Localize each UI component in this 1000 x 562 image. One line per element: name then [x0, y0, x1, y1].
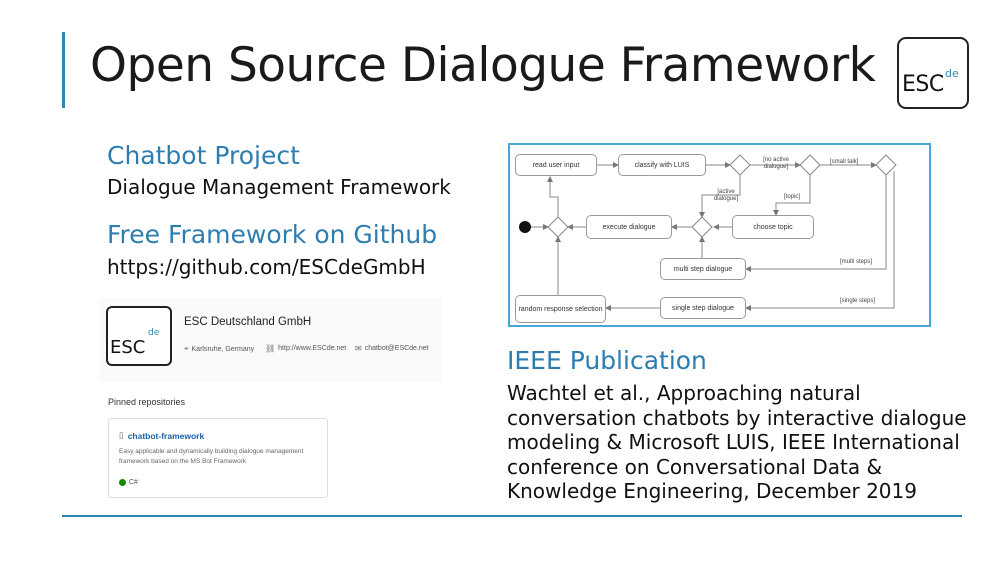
- language-name: C#: [129, 479, 138, 486]
- avatar-logo-text: ESC: [110, 337, 146, 358]
- website-text[interactable]: http://www.ESCde.net: [278, 345, 347, 352]
- citation-line: modeling & Microsoft LUIS, IEEE Internat…: [507, 430, 960, 454]
- citation-line: Knowledge Engineering, December 2019: [507, 479, 917, 503]
- node-choose-topic: choose topic: [732, 215, 814, 239]
- decision-1: [729, 154, 751, 176]
- title-accent-bar: [62, 32, 65, 108]
- node-execute-dialogue: execute dialogue: [586, 215, 672, 239]
- location-pin-icon: ⌖: [184, 344, 189, 353]
- pinned-repo-card[interactable]: ▯ chatbot-framework Easy applicable and …: [108, 418, 328, 498]
- language-color-dot: [119, 479, 126, 486]
- repo-book-icon: ▯: [119, 430, 124, 440]
- citation-line: conference on Conversational Data &: [507, 454, 883, 479]
- link-icon: ⛓: [265, 344, 276, 353]
- guard-small-talk: [small talk]: [830, 159, 859, 165]
- repo-title[interactable]: ▯ chatbot-framework: [119, 430, 204, 441]
- citation-line: conversation chatbots by interactive dia…: [507, 405, 967, 430]
- guard-topic: [topic]: [784, 194, 801, 200]
- mail-icon: ✉: [355, 344, 362, 353]
- github-email[interactable]: ✉ chatbot@ESCde.net: [355, 344, 429, 353]
- flow-connectors: [519, 154, 897, 311]
- chatbot-project-text: Dialogue Management Framework: [107, 175, 451, 199]
- citation-line: Wachtel et al., Approaching natural: [507, 381, 861, 405]
- github-url[interactable]: https://github.com/ESCdeGmbH: [107, 255, 426, 279]
- email-text[interactable]: chatbot@ESCde.net: [364, 345, 429, 352]
- guard-no-active: [no active dialogue]: [763, 157, 789, 170]
- guard-single-steps: [single steps]: [840, 298, 876, 304]
- dialogue-flow-diagram: read user input classify with LUIS execu…: [508, 143, 931, 327]
- github-org-card: ESC de ESC Deutschland GmbH ⌖ Karlsruhe,…: [100, 298, 442, 382]
- logo-superscript: de: [945, 67, 959, 80]
- node-random-response: random response selection: [515, 295, 606, 323]
- github-org-name: ESC Deutschland GmbH: [184, 316, 312, 328]
- github-location: ⌖ Karlsruhe, Germany: [184, 344, 254, 354]
- repo-language: C#: [119, 479, 138, 486]
- ieee-publication-heading: IEEE Publication: [507, 346, 707, 375]
- slide-title: Open Source Dialogue Framework: [90, 38, 876, 93]
- repo-name[interactable]: chatbot-framework: [127, 430, 205, 441]
- github-website[interactable]: ⛓ http://www.ESCde.net: [265, 344, 346, 353]
- start-node: [519, 221, 531, 233]
- esc-logo: ESC de: [897, 37, 969, 109]
- decision-5: [547, 216, 569, 238]
- guard-active: [active dialogue]: [713, 189, 739, 202]
- github-heading: Free Framework on Github: [107, 220, 438, 249]
- node-multi-step-dialogue: multi step dialogue: [660, 258, 746, 280]
- decision-2: [799, 154, 821, 176]
- logo-text: ESC: [902, 72, 944, 97]
- node-classify-luis: classify with LUIS: [618, 154, 706, 176]
- repo-description: Easy applicable and dynamically building…: [119, 448, 304, 465]
- chatbot-project-heading: Chatbot Project: [107, 141, 300, 170]
- decision-4: [691, 216, 713, 238]
- footer-divider: [62, 515, 962, 517]
- decision-3: [875, 154, 897, 176]
- location-text: Karlsruhe, Germany: [191, 345, 255, 353]
- node-single-step-dialogue: single step dialogue: [660, 297, 746, 319]
- github-org-avatar: ESC de: [106, 306, 172, 366]
- avatar-logo-superscript: de: [148, 328, 160, 338]
- node-read-user-input: read user input: [515, 154, 597, 176]
- publication-citation: Wachtel et al., Approaching natural conv…: [507, 381, 967, 504]
- guard-multi-steps: [multi steps]: [840, 259, 873, 265]
- pinned-repositories-label: Pinned repositories: [108, 397, 186, 407]
